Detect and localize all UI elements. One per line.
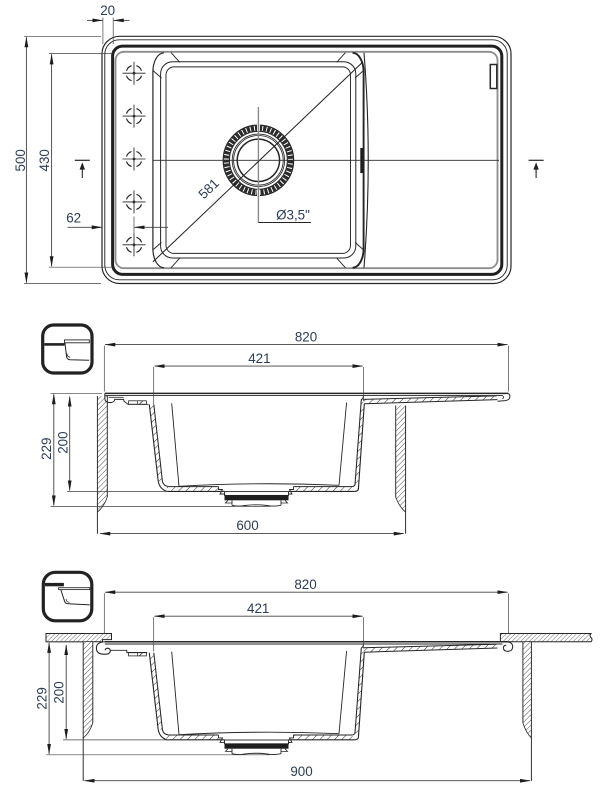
- svg-text:581: 581: [195, 176, 222, 202]
- svg-text:229: 229: [39, 438, 54, 460]
- svg-text:Ø3,5": Ø3,5": [276, 208, 310, 223]
- svg-text:820: 820: [294, 577, 316, 592]
- svg-text:900: 900: [290, 764, 312, 779]
- svg-text:62: 62: [66, 211, 81, 226]
- svg-text:500: 500: [13, 149, 28, 171]
- svg-text:20: 20: [100, 3, 115, 18]
- svg-text:430: 430: [37, 149, 52, 171]
- svg-text:200: 200: [52, 681, 67, 703]
- svg-text:229: 229: [35, 687, 50, 709]
- svg-text:600: 600: [236, 518, 258, 533]
- svg-text:421: 421: [248, 351, 270, 366]
- svg-text:421: 421: [247, 601, 269, 616]
- svg-text:820: 820: [295, 329, 317, 344]
- svg-text:200: 200: [55, 431, 70, 453]
